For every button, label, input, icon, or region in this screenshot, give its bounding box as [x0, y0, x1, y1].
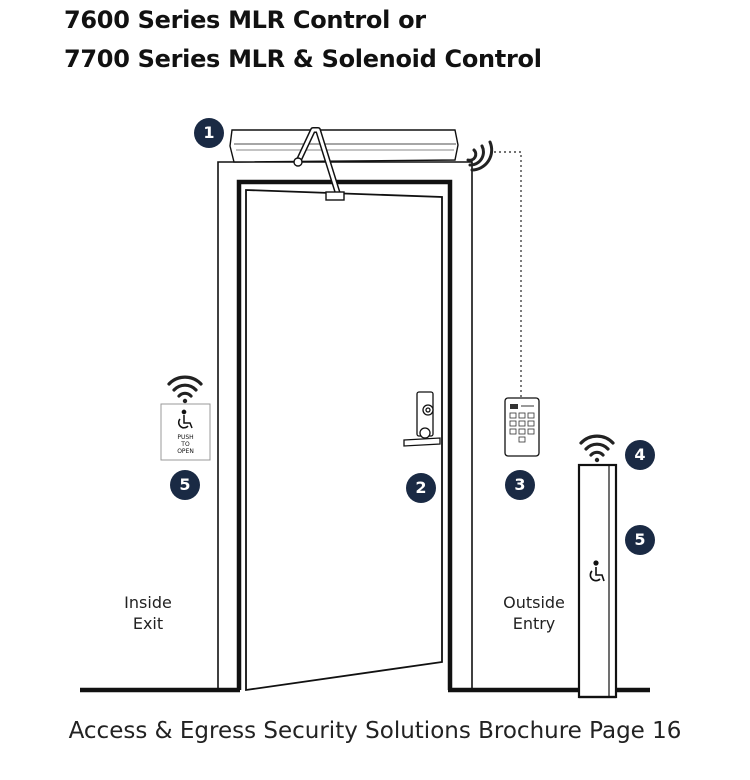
lever-lock [403, 391, 441, 447]
title-line-2: 7700 Series MLR & Solenoid Control [64, 45, 542, 73]
page-footer: Access & Egress Security Solutions Broch… [68, 718, 682, 744]
push-plate[interactable]: PUSH TO OPEN [160, 403, 211, 461]
badge-operator: 1 [194, 118, 224, 148]
outside-entry-label: Outside Entry [494, 592, 574, 634]
inside-exit-label: Inside Exit [108, 592, 188, 634]
bollard-wireless-dot [594, 457, 600, 463]
inside-label: Inside [124, 593, 172, 612]
door-operator [229, 129, 459, 163]
keypad [504, 397, 540, 457]
exit-label: Exit [132, 614, 164, 633]
door-frame [217, 161, 473, 690]
keypad-wire [494, 151, 522, 400]
door-leaf [245, 189, 443, 692]
push-plate-wireless-icon [167, 375, 203, 398]
bollard-wireless-icon [579, 434, 615, 457]
operator-wireless-icon [466, 140, 494, 172]
bollard-wheelchair-icon[interactable] [589, 560, 605, 582]
badge-bollard-switch: 5 [625, 525, 655, 555]
push-plate-text-3: OPEN [177, 448, 194, 455]
title-line-1: 7600 Series MLR Control or [64, 6, 426, 34]
entry-label: Entry [512, 614, 556, 633]
badge-keypad: 3 [505, 470, 535, 500]
outside-label: Outside [503, 593, 565, 612]
badge-push-plate: 5 [170, 470, 200, 500]
badge-lock: 2 [406, 473, 436, 503]
push-plate-wireless-dot [182, 398, 188, 404]
operator-arm [293, 127, 345, 201]
wheelchair-icon [177, 409, 193, 429]
badge-bollard-sensor: 4 [625, 440, 655, 470]
push-plate-text-2: TO [180, 441, 190, 448]
push-plate-text-1: PUSH [177, 434, 193, 441]
